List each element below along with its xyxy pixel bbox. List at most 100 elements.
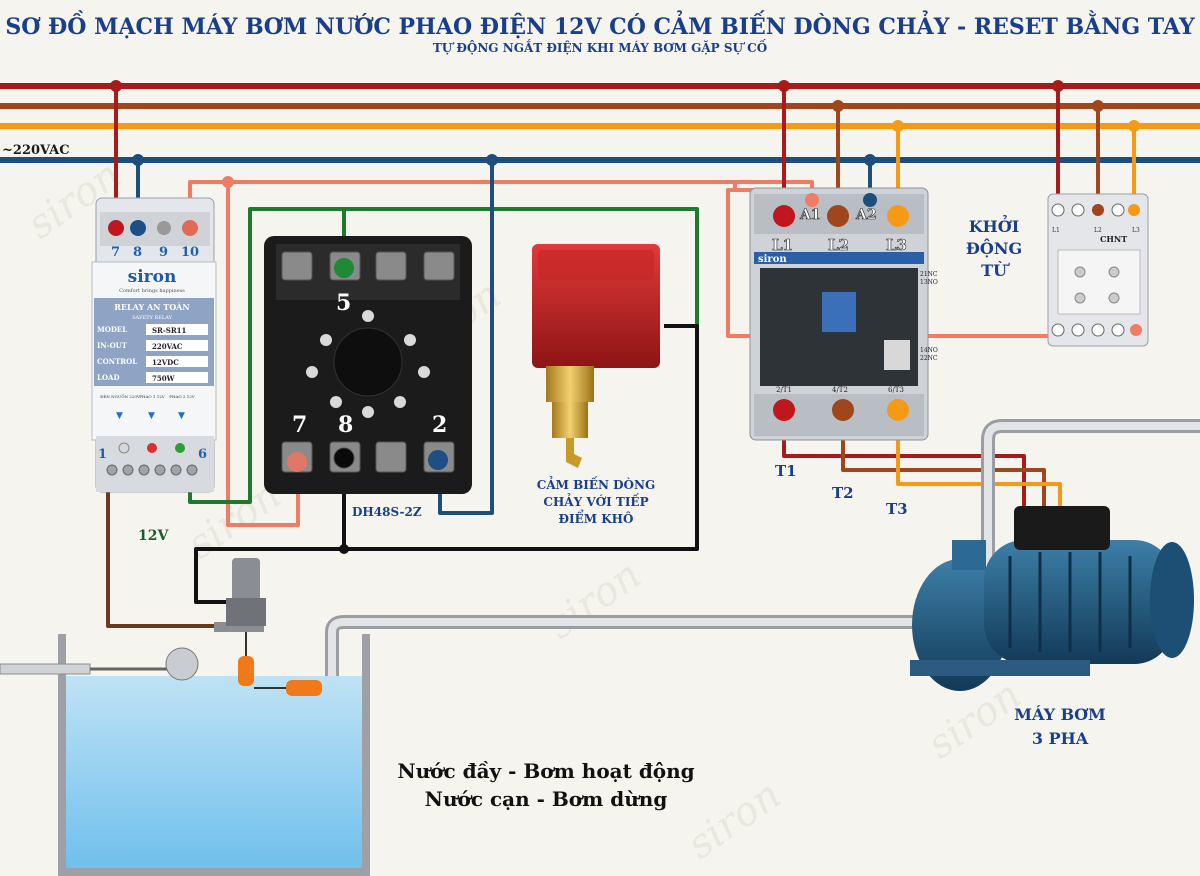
- phase-relay-input: L3: [1132, 227, 1140, 234]
- relay-title: RELAY AN TOÀN: [114, 302, 189, 312]
- relay-spec-table: MODEL SR-SR11 IN-OUT 220VAC CONTROL 12VD…: [94, 322, 214, 386]
- led-label: PHAO 2 12V: [169, 394, 195, 399]
- float-sensor-1: [238, 656, 254, 686]
- spec-key: LOAD: [97, 373, 120, 382]
- aux-label: 13NO: [920, 279, 938, 286]
- wire-black-sensor: [344, 324, 699, 551]
- relay-terminal-8: [130, 220, 146, 236]
- pump-terminal-box: [1014, 506, 1110, 550]
- socket-model-label: DH48S-2Z: [352, 505, 422, 519]
- relay-terminal-10: [182, 220, 198, 236]
- wire-brown-float: [106, 470, 232, 628]
- wire-green-5: [188, 207, 346, 504]
- wire-relay10-a1: [188, 180, 737, 226]
- watermark-text: siron: [539, 552, 649, 648]
- tank-water: [66, 676, 362, 868]
- pump-label-line1: MÁY BƠM: [1014, 704, 1106, 724]
- led-label: ĐÈN NGUỒN 220V: [100, 394, 140, 399]
- relay-terminal-7: [108, 220, 124, 236]
- watermark-text: siron: [679, 772, 789, 868]
- socket-pin-8: [333, 447, 355, 469]
- coil-label: A2: [855, 207, 877, 223]
- power-label: ~220VAC: [2, 143, 70, 158]
- socket-pin-2: [428, 450, 448, 470]
- junction-dots: [110, 80, 1140, 554]
- contactor-l1: [773, 205, 795, 227]
- contactor: A1 A2 L1 L2 L3 siron 21NC 13NO 14NO 22NC…: [749, 187, 1022, 518]
- relay-terminal-label: 1: [98, 447, 107, 462]
- socket-pin-label: 7: [292, 412, 307, 438]
- socket-pin-label: 5: [336, 290, 351, 316]
- relay-tagline: Comfort brings happiness: [119, 288, 185, 294]
- spec-value: 12VDC: [152, 358, 179, 367]
- contactor-l2: [827, 205, 849, 227]
- output-label: T2: [832, 484, 854, 502]
- socket-pin-7: [287, 452, 307, 472]
- wire-t2: [841, 412, 1046, 510]
- down-arrow-icon: ▼: [116, 411, 123, 421]
- diagram-title: SƠ ĐỒ MẠCH MÁY BƠM NƯỚC PHAO ĐIỆN 12V CÓ…: [5, 10, 1195, 40]
- spec-key: CONTROL: [97, 357, 137, 366]
- diagram-subtitle: TỰ ĐỘNG NGẮT ĐIỆN KHI MÁY BƠM GẶP SỰ CỐ: [433, 38, 767, 55]
- bottom-mark: 6/T3: [888, 386, 904, 394]
- tank-line-1: Nước đầy - Bơm hoạt động: [397, 759, 694, 783]
- contactor-l3: [887, 205, 909, 227]
- spec-value: 220VAC: [152, 342, 183, 351]
- led-power: [118, 442, 130, 454]
- pump-motor: [984, 540, 1174, 664]
- relay-subtitle: SAFETY RELAY: [132, 315, 173, 321]
- relay-terminal-label: 8: [133, 245, 142, 260]
- phase-relay-input: L1: [1052, 227, 1060, 234]
- water-tank: Nước đầy - Bơm hoạt động Nước cạn - Bơm …: [0, 558, 695, 876]
- led-float-2: [175, 443, 185, 453]
- safety-relay: 7 8 9 10 siron Comfort brings happiness …: [91, 197, 217, 544]
- phase-relay: L1 L2 L3 CHNT: [1047, 193, 1149, 347]
- float-sensor-2: [286, 680, 322, 696]
- phase-relay-brand: CHNT: [1100, 234, 1127, 244]
- relay-voltage-label: 12V: [138, 528, 169, 544]
- contactor-a1: [805, 193, 819, 207]
- wire-t3: [896, 412, 1062, 510]
- input-label: L1: [772, 236, 793, 254]
- input-label: L2: [828, 236, 849, 254]
- relay-terminal-label: 9: [159, 245, 168, 260]
- aux-label: 22NC: [920, 355, 938, 362]
- input-label: L3: [886, 236, 907, 254]
- contactor-t3: [887, 399, 909, 421]
- output-label: T1: [775, 462, 797, 480]
- led-float-1: [147, 443, 157, 453]
- coil-label: A1: [799, 207, 821, 223]
- aux-label: 21NC: [920, 271, 938, 278]
- output-label: T3: [886, 500, 908, 518]
- tank-line-2: Nước cạn - Bơm dừng: [425, 787, 668, 811]
- socket-pin-5: [334, 258, 354, 278]
- spec-key: IN-OUT: [97, 341, 128, 350]
- relay-terminal-label: 6: [198, 447, 207, 462]
- relay-terminal-label: 7: [111, 245, 120, 260]
- socket-pin-label: 2: [432, 412, 447, 438]
- socket-pin-label: 8: [338, 412, 353, 438]
- pump-label-line2: 3 PHA: [1032, 729, 1089, 748]
- float-ball: [165, 647, 199, 681]
- wire-black-8: [194, 462, 346, 604]
- relay-brand: siron: [128, 267, 177, 287]
- down-arrow-icon: ▼: [178, 411, 185, 421]
- contactor-brand: siron: [758, 254, 787, 265]
- pump-assembly: MÁY BƠM 3 PHA: [325, 419, 1200, 800]
- timer-socket: 5 7 8 2 DH48S-2Z: [264, 236, 472, 519]
- contactor-t2: [832, 399, 854, 421]
- contactor-a2: [863, 193, 877, 207]
- spec-value: 750W: [152, 374, 175, 383]
- relay-terminal-label: 10: [181, 245, 199, 260]
- contactor-t1: [773, 399, 795, 421]
- spec-value: SR-SR11: [152, 326, 187, 335]
- phase-relay-input: L2: [1094, 227, 1102, 234]
- power-bus: [0, 83, 1200, 163]
- bottom-mark: 4/T2: [832, 386, 848, 394]
